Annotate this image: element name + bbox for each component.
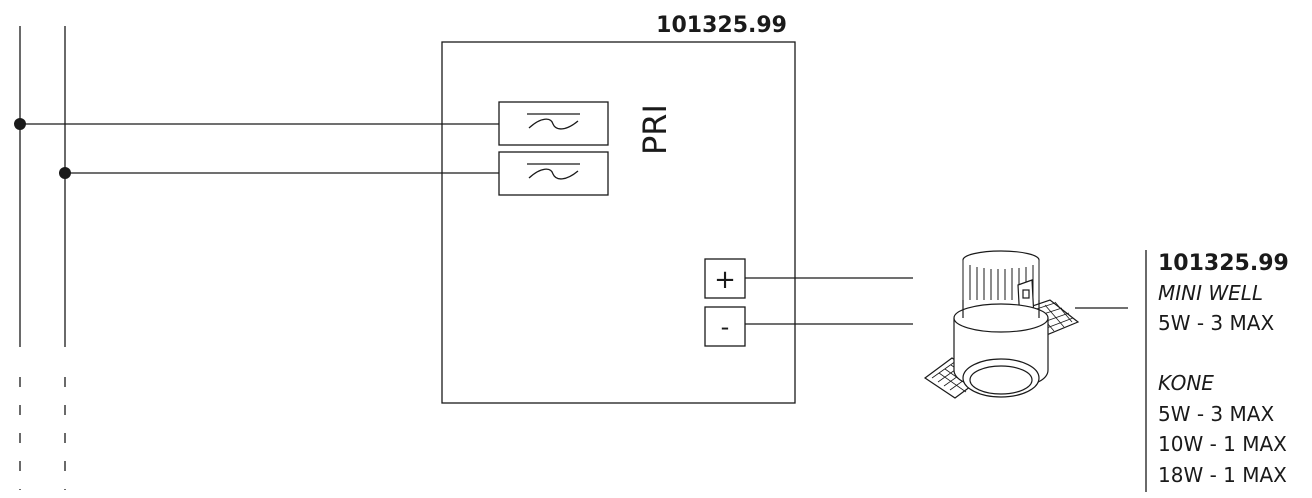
input-terminal-1 bbox=[498, 101, 609, 146]
group-name-kone: KONE bbox=[1158, 371, 1214, 395]
mini-well-rating-1: 5W - 3 MAX bbox=[1158, 311, 1274, 335]
driver-model-label: 101325.99 bbox=[656, 13, 787, 38]
plus-symbol: + bbox=[714, 265, 736, 295]
ac-sine-icon bbox=[527, 113, 580, 130]
kone-rating-1: 5W - 3 MAX bbox=[1158, 402, 1274, 426]
group-name-mini-well: MINI WELL bbox=[1158, 281, 1263, 305]
kone-rating-3: 18W - 1 MAX bbox=[1158, 463, 1287, 487]
driver-box bbox=[441, 41, 796, 404]
ac-sine-icon bbox=[527, 163, 580, 180]
minus-symbol: - bbox=[721, 313, 730, 341]
junction-dot-2 bbox=[59, 167, 71, 179]
kone-rating-2: 10W - 1 MAX bbox=[1158, 432, 1287, 456]
junction-dot-1 bbox=[14, 118, 26, 130]
primary-label: PRI bbox=[636, 104, 674, 155]
output-terminal-minus bbox=[704, 306, 746, 347]
fixture-model-label: 101325.99 bbox=[1158, 251, 1289, 276]
recessed-light-icon bbox=[923, 250, 1080, 399]
input-terminal-2 bbox=[498, 151, 609, 196]
